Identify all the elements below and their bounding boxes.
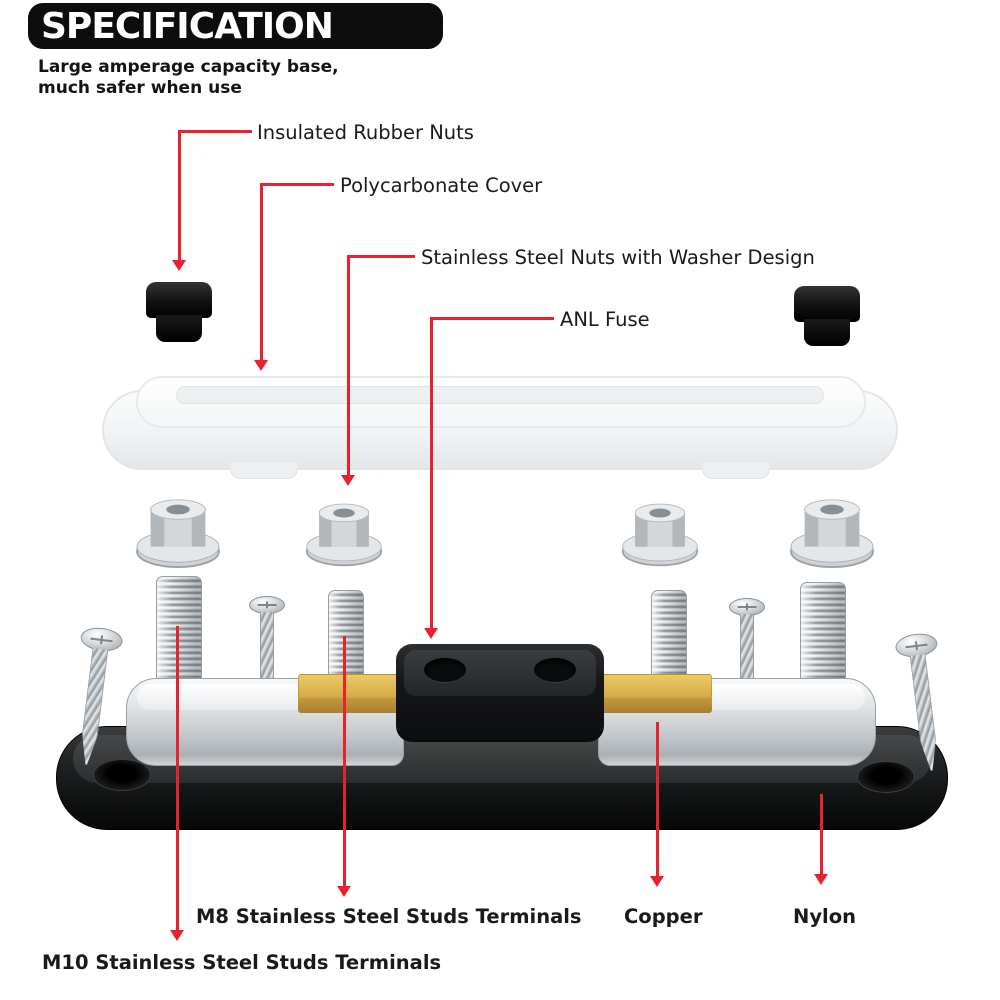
callout-label-m8-studs: M8 Stainless Steel Studs Terminals xyxy=(196,905,582,928)
leader-m10-vertical xyxy=(176,626,179,932)
leader-rubber-nuts-horizontal xyxy=(178,130,252,133)
arrow-down-icon xyxy=(650,876,664,887)
rubber-cap-left xyxy=(146,282,212,342)
base-screw-recess-left xyxy=(93,759,151,791)
callout-label-nuts: Stainless Steel Nuts with Washer Design xyxy=(421,246,815,269)
fuse-bolt-hole xyxy=(424,658,466,682)
rubber-cap-right xyxy=(794,286,860,346)
cover-foot xyxy=(702,462,770,479)
leader-copper-vertical xyxy=(656,722,659,878)
cover-channel xyxy=(176,386,824,404)
page-title: SPECIFICATION xyxy=(41,5,334,47)
callout-label-nylon: Nylon xyxy=(793,905,856,928)
screw-shaft xyxy=(910,654,940,774)
flange-nut-3 xyxy=(621,503,699,567)
arrow-down-icon xyxy=(341,475,355,486)
flange-nut-4 xyxy=(790,499,874,569)
arrow-down-icon xyxy=(337,886,351,897)
leader-nylon-vertical xyxy=(820,794,823,876)
callout-label-copper: Copper xyxy=(624,905,703,928)
arrow-down-icon xyxy=(254,360,268,371)
polycarbonate-cover xyxy=(100,374,898,484)
rubber-cap-stem xyxy=(804,319,850,346)
screw-shaft xyxy=(78,648,108,768)
callout-label-rubber-nuts: Insulated Rubber Nuts xyxy=(257,121,474,144)
leader-nuts-vertical xyxy=(347,255,350,477)
rubber-cap-top xyxy=(794,286,860,322)
leader-fuse-horizontal xyxy=(430,317,554,320)
leader-nuts-horizontal xyxy=(347,255,415,258)
base-screw-recess-right xyxy=(857,761,915,793)
copper-plate-front xyxy=(580,698,712,713)
copper-plate-front xyxy=(298,698,418,713)
leader-cover-vertical xyxy=(260,183,263,362)
arrow-down-icon xyxy=(172,260,186,271)
leader-m8-vertical xyxy=(343,636,346,888)
leader-rubber-nuts-vertical xyxy=(178,130,181,262)
base-screw-hole xyxy=(110,769,134,781)
arrow-down-icon xyxy=(170,930,184,941)
callout-label-m10-studs: M10 Stainless Steel Studs Terminals xyxy=(42,951,442,974)
arrow-down-icon xyxy=(424,628,438,639)
cover-foot xyxy=(230,462,298,479)
arrow-down-icon xyxy=(814,874,828,885)
rubber-cap-top xyxy=(146,282,212,318)
subtitle: Large amperage capacity base, much safer… xyxy=(38,57,339,99)
callout-label-fuse: ANL Fuse xyxy=(560,308,650,331)
subtitle-line-2: much safer when use xyxy=(38,78,242,98)
flange-nut-1 xyxy=(136,499,220,569)
flange-nut-2 xyxy=(305,503,383,567)
anl-fuse-body xyxy=(396,644,604,742)
fuse-bolt-hole xyxy=(534,658,576,682)
rubber-cap-stem xyxy=(156,315,202,342)
screw-head xyxy=(249,596,285,614)
leader-fuse-vertical xyxy=(430,317,433,630)
screw-head xyxy=(729,598,765,616)
specification-badge: SPECIFICATION xyxy=(28,3,443,49)
callout-label-cover: Polycarbonate Cover xyxy=(340,174,543,197)
leader-cover-horizontal xyxy=(260,183,334,186)
base-screw-hole xyxy=(874,771,898,783)
subtitle-line-1: Large amperage capacity base, xyxy=(38,57,339,77)
